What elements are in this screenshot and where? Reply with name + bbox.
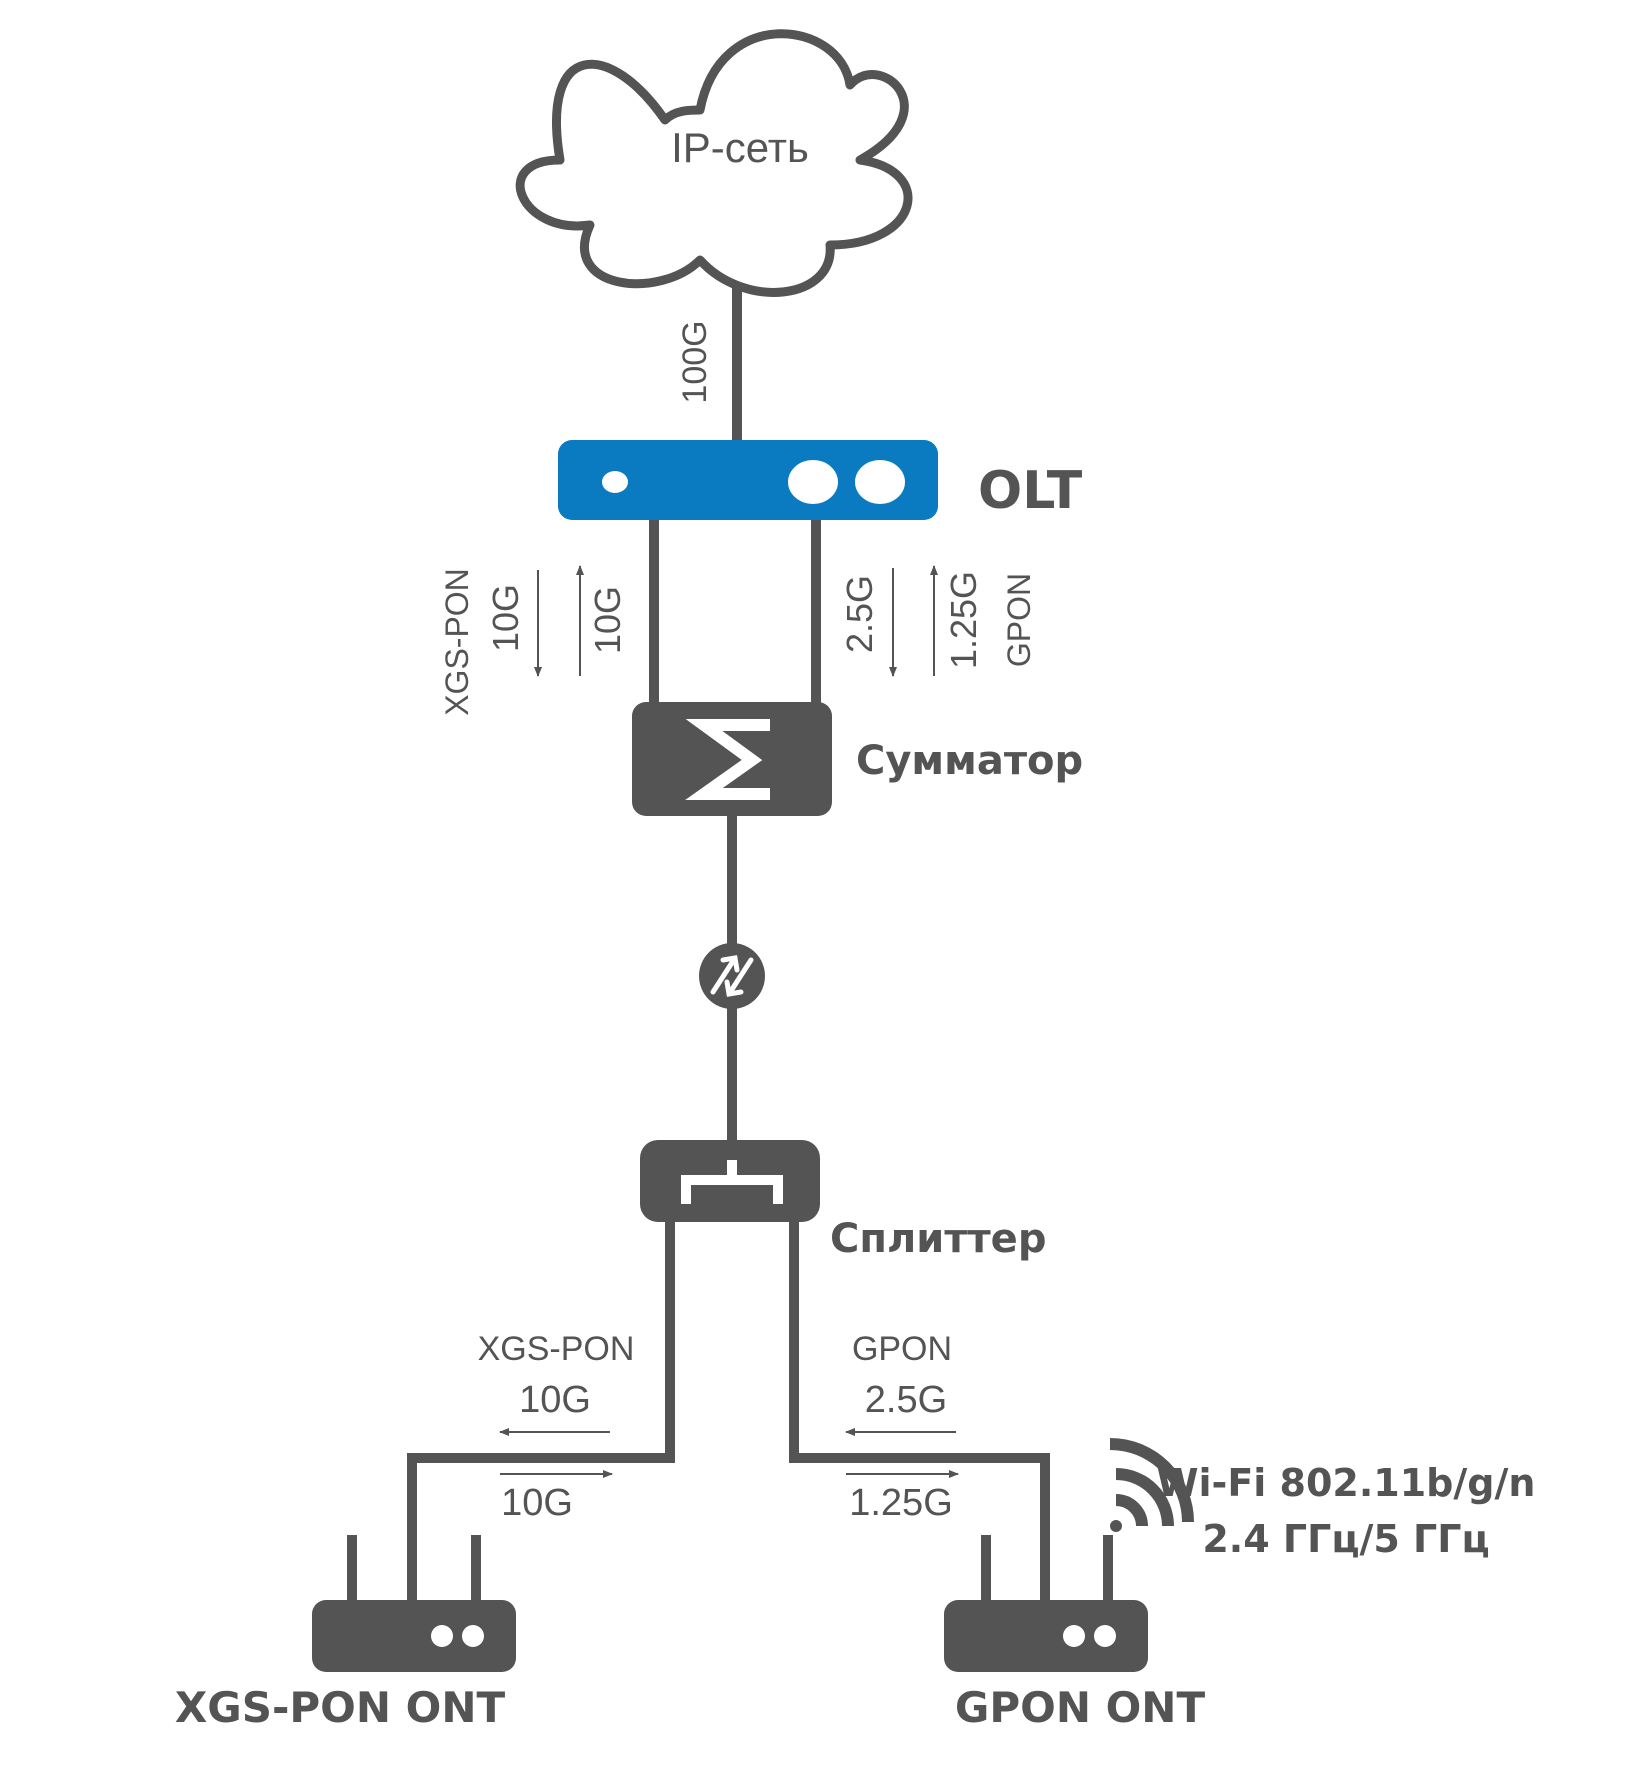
- wifi-icon: [1109, 1438, 1194, 1532]
- olt-port-1: [788, 460, 838, 504]
- splitter-icon: [681, 1160, 783, 1204]
- cloud-icon: [515, 29, 913, 297]
- gpon-ont-led-1: [1063, 1625, 1085, 1647]
- xgs-ont-led-1: [431, 1625, 453, 1647]
- bidirectional-arrows-icon: [710, 955, 754, 997]
- combiner-device: Сумматор: [632, 702, 1083, 816]
- gpon-ont-label: GPON ONT: [955, 1683, 1206, 1732]
- converter-node: [699, 943, 765, 1009]
- branch-xgs-up-label: 10G: [501, 1482, 573, 1524]
- gpon-ont-body: [944, 1600, 1148, 1672]
- branch-gpon-protocol-label: GPON: [852, 1330, 952, 1368]
- xgs-ont-led-2: [462, 1625, 484, 1647]
- olt-gpon-up-label: 1.25G: [943, 571, 984, 669]
- splitter-label: Сплиттер: [830, 1216, 1046, 1262]
- converter-body: [699, 943, 765, 1009]
- sigma-icon: [685, 719, 770, 800]
- branch-xgs-down-label: 10G: [519, 1379, 591, 1421]
- olt-port-2: [855, 460, 905, 504]
- olt-xgs-down-label: 10G: [485, 584, 526, 652]
- branch-xgs-protocol-label: XGS-PON: [478, 1330, 635, 1368]
- ip-network-cloud: IP-сеть: [515, 29, 913, 297]
- olt-label: OLT: [978, 461, 1083, 521]
- xgs-ont-label: XGS-PON ONT: [175, 1683, 506, 1732]
- combiner-body: [632, 702, 832, 816]
- xgs-branch-fiber: [407, 1222, 675, 1605]
- xgs-ont-body: [312, 1600, 516, 1672]
- olt-led-small: [602, 471, 628, 493]
- olt-xgs-up-label: 10G: [587, 586, 628, 654]
- olt-device: OLT: [558, 440, 1083, 521]
- xgs-pon-ont-device: XGS-PON ONT: [175, 1535, 516, 1732]
- gpon-branch-fiber: [789, 1222, 1050, 1605]
- cloud-label: IP-сеть: [671, 124, 809, 171]
- branch-gpon-up-label: 1.25G: [849, 1482, 953, 1524]
- olt-gpon-protocol-label: GPON: [1001, 573, 1037, 667]
- gpon-ont-led-2: [1094, 1625, 1116, 1647]
- branch-gpon-down-label: 2.5G: [865, 1379, 947, 1421]
- olt-gpon-down-label: 2.5G: [839, 575, 880, 653]
- combiner-label: Сумматор: [856, 738, 1083, 784]
- wifi-standard-label: Wi-Fi 802.11b/g/n: [1157, 1461, 1536, 1505]
- splitter-device: Сплиттер: [640, 1140, 1046, 1262]
- wifi-frequency-label: 2.4 ГГц/5 ГГц: [1202, 1517, 1489, 1561]
- gpon-ont-device: GPON ONT: [944, 1535, 1205, 1732]
- uplink-speed-label: 100G: [676, 320, 714, 403]
- olt-body: [558, 440, 938, 520]
- olt-xgs-protocol-label: XGS-PON: [439, 568, 475, 716]
